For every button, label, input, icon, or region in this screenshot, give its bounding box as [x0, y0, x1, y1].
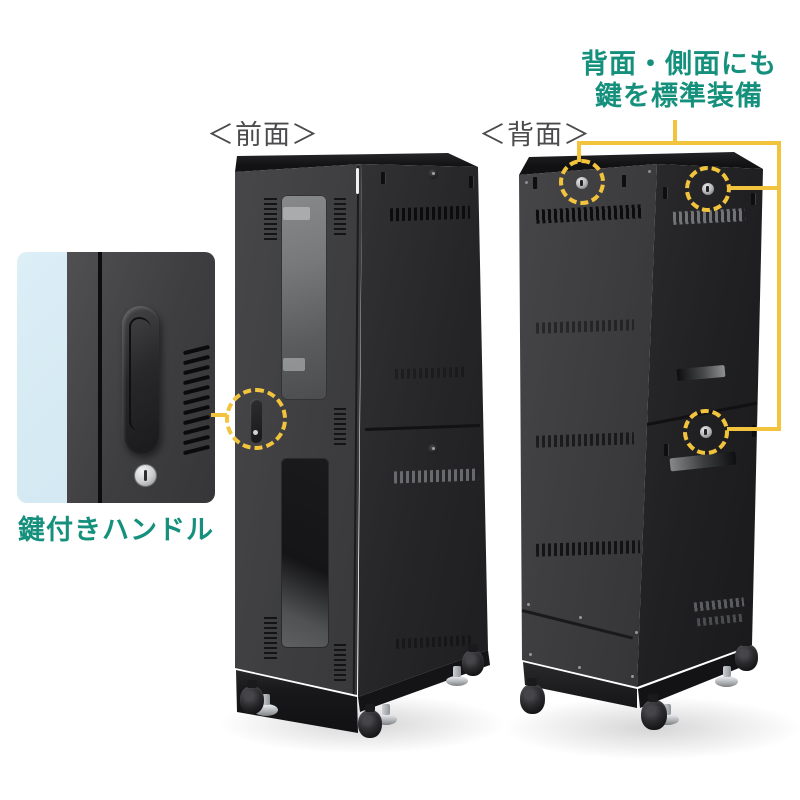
- screw: [529, 653, 532, 656]
- side-lock-icon: [702, 183, 714, 195]
- screw: [648, 170, 651, 173]
- leveling-foot-icon: [446, 666, 468, 686]
- screw: [635, 631, 638, 634]
- callout-line-top-horizontal: [577, 141, 781, 145]
- handle-icon: [122, 306, 159, 487]
- door-vent-slats: [264, 617, 277, 661]
- leveling-foot-icon: [655, 704, 679, 725]
- lock-callout-circle-rear: [559, 159, 605, 205]
- callout-line-branch-bottom-lock: [727, 427, 781, 431]
- rear-vent-row: [535, 319, 635, 334]
- panel-latch: [469, 176, 474, 188]
- screw: [527, 603, 530, 606]
- back-view-label: ＜背面＞: [479, 120, 591, 150]
- keyed-handle-caption: 鍵付きハンドル: [18, 515, 214, 545]
- screw: [579, 616, 582, 619]
- caster-icon: [520, 678, 545, 714]
- panel-latch: [533, 177, 538, 189]
- side-vent-row: [696, 613, 744, 627]
- panel-latch: [752, 425, 757, 437]
- callout-line-right-vertical: [777, 141, 781, 431]
- leveling-foot-icon: [715, 666, 738, 687]
- screw: [578, 666, 581, 669]
- door-gap-line: [98, 252, 102, 503]
- caster-icon: [240, 680, 264, 714]
- key-cylinder-icon: [134, 464, 157, 487]
- callout-line-drop-left: [577, 143, 581, 162]
- front-cabinet-door-face: [235, 164, 362, 695]
- inset-door-panel: [67, 252, 215, 503]
- side-lock-icon: [428, 444, 438, 454]
- side-vent-row: [389, 205, 471, 222]
- lock-callout-circle-front-handle: [225, 388, 287, 450]
- door-edge-line: [352, 166, 360, 695]
- side-vent-row: [394, 366, 468, 380]
- door-vent-slats: [334, 198, 346, 238]
- rear-vent-row: [535, 540, 641, 557]
- front-view-label: ＜前面＞: [207, 120, 319, 150]
- handle-lever-line: [129, 317, 151, 431]
- panel-latch: [381, 172, 386, 184]
- door-vent-slats: [334, 408, 346, 445]
- screw: [525, 181, 528, 184]
- door-window-lower: [281, 458, 329, 648]
- screw: [631, 675, 634, 678]
- side-panel-seam: [364, 423, 481, 432]
- handle-closeup-inset: [17, 252, 215, 503]
- door-vent-slats: [264, 198, 277, 242]
- rear-vent-row: [535, 204, 643, 224]
- heading-line-2: 鍵を標準装備: [595, 81, 763, 111]
- rear-vent-row: [535, 432, 635, 448]
- front-cabinet-side-face: [358, 164, 488, 697]
- panel-latch: [751, 193, 756, 205]
- inset-vent-slats: [182, 344, 215, 466]
- callout-line-branch-top-lock: [729, 186, 781, 190]
- heading-line-1: 背面・側面にも: [581, 49, 777, 79]
- side-vent-row: [393, 468, 479, 484]
- callout-line-vertical-from-heading: [673, 120, 677, 144]
- panel-latch: [664, 444, 669, 456]
- side-lock-icon: [428, 169, 438, 179]
- panel-latch: [663, 187, 668, 199]
- caster-icon: [462, 644, 484, 676]
- hinge-highlight: [356, 168, 359, 194]
- side-lock-icon: [700, 426, 712, 438]
- door-vent-slats: [334, 644, 346, 681]
- caster-icon: [641, 694, 667, 730]
- callout-line-inset-to-handle: [211, 413, 227, 417]
- caster-icon: [358, 704, 382, 738]
- back-cabinet-side-face: [637, 164, 763, 687]
- side-vent-slat: [676, 364, 726, 382]
- side-vent-row: [395, 635, 473, 649]
- keyhole-slot: [144, 470, 147, 481]
- side-vent-row: [693, 597, 745, 612]
- leveling-foot-icon: [375, 704, 397, 725]
- caster-icon: [735, 638, 758, 671]
- back-side-lock-heading: 背面・側面にも 鍵を標準装備: [573, 48, 785, 112]
- back-cabinet-rear-face: [519, 164, 657, 687]
- panel-latch: [622, 175, 627, 187]
- rear-panel-seam: [521, 609, 633, 640]
- window-reflection: [283, 207, 310, 220]
- window-reflection: [283, 358, 305, 371]
- door-window-upper: [281, 195, 327, 400]
